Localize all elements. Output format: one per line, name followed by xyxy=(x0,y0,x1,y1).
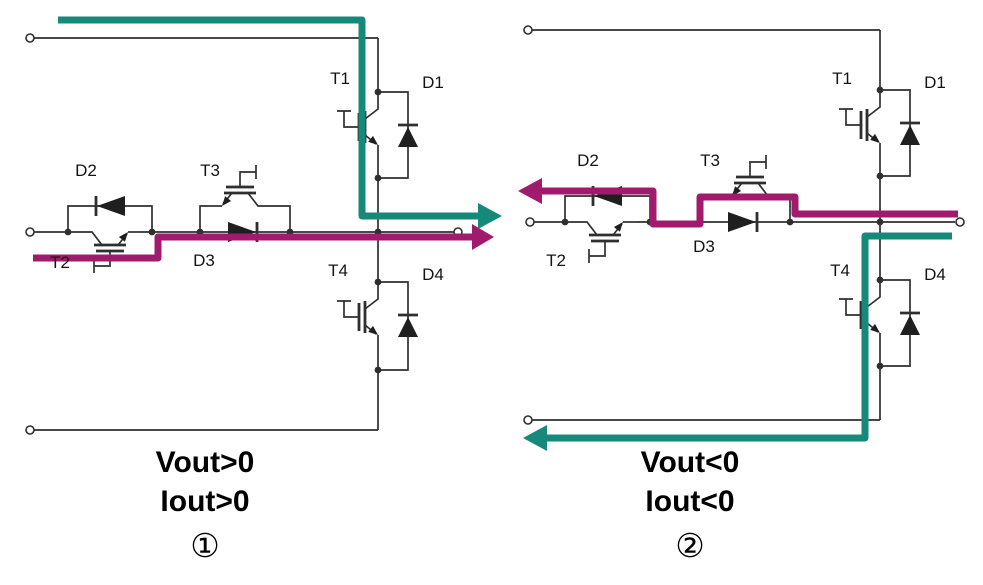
top-rail xyxy=(34,37,379,95)
bottom-rail xyxy=(34,349,379,431)
label-t3: T3 xyxy=(700,151,720,170)
d1-branch xyxy=(378,91,409,179)
label-d1: D1 xyxy=(924,73,946,92)
left-figure-number: ① xyxy=(190,526,220,565)
label-t1: T1 xyxy=(330,69,350,88)
igbt-t4 xyxy=(837,281,882,349)
bottom-rail xyxy=(532,347,881,421)
terminal-dc-plus xyxy=(523,25,533,35)
left-component-labels: T1 D1 D2 T3 T2 D3 T4 D4 xyxy=(50,69,444,284)
label-t1: T1 xyxy=(832,69,852,88)
label-t4: T4 xyxy=(328,261,348,280)
right-iout-caption: Iout<0 xyxy=(645,485,734,518)
teal-flow-left xyxy=(58,16,502,229)
junction-dots xyxy=(561,86,884,370)
igbt-t3 xyxy=(716,153,784,198)
label-t2: T2 xyxy=(546,251,566,270)
left-circuit xyxy=(25,33,463,435)
diode-d1 xyxy=(398,123,418,147)
magenta-arrow-icon xyxy=(518,178,542,204)
igbt-t2 xyxy=(76,230,144,275)
diode-d3 xyxy=(728,212,759,232)
label-t4: T4 xyxy=(830,261,850,280)
magenta-flow-right xyxy=(518,178,958,228)
diode-d1 xyxy=(900,121,920,145)
junction-dots xyxy=(64,88,382,374)
label-d2: D2 xyxy=(75,161,97,180)
teal-path xyxy=(58,16,480,220)
right-wires xyxy=(532,29,955,421)
terminal-dc-minus xyxy=(523,415,533,425)
magenta-arrow-icon xyxy=(472,224,494,250)
label-d1: D1 xyxy=(422,73,444,92)
magenta-path xyxy=(540,187,958,228)
right-figure-number: ② xyxy=(675,526,705,565)
d4-branch xyxy=(880,279,911,367)
label-d3: D3 xyxy=(693,237,715,256)
igbt-t1 xyxy=(837,91,882,159)
terminal-neutral xyxy=(25,227,35,237)
top-rail xyxy=(532,29,881,93)
diode-d4 xyxy=(398,313,418,337)
label-d3: D3 xyxy=(193,251,215,270)
right-vout-caption: Vout<0 xyxy=(641,446,740,479)
igbt-t4 xyxy=(335,283,380,351)
label-t3: T3 xyxy=(200,161,220,180)
terminal-output xyxy=(955,217,965,227)
teal-arrow-icon xyxy=(523,425,547,451)
magenta-flow-left xyxy=(33,224,494,262)
label-d4: D4 xyxy=(924,265,946,284)
teal-path xyxy=(545,232,952,442)
teal-flow-right xyxy=(523,232,952,451)
left-caption: Vout>0 Iout>0 ① xyxy=(156,446,255,565)
teal-arrow-icon xyxy=(478,203,502,229)
right-component-labels: T1 D1 D2 T3 T2 D3 T4 D4 xyxy=(546,69,946,284)
t3-loop xyxy=(199,205,291,232)
diode-d2 xyxy=(94,196,125,216)
d1-branch xyxy=(880,89,911,177)
right-circuit xyxy=(523,25,965,425)
left-vout-caption: Vout>0 xyxy=(156,446,255,479)
label-d4: D4 xyxy=(422,265,444,284)
magenta-path xyxy=(33,233,474,262)
left-iout-caption: Iout>0 xyxy=(160,485,249,518)
diode-d4 xyxy=(900,311,920,335)
label-t2: T2 xyxy=(50,253,70,272)
terminal-neutral xyxy=(525,217,535,227)
right-caption: Vout<0 Iout<0 ② xyxy=(641,446,740,565)
terminal-dc-minus xyxy=(25,425,35,435)
igbt-t2 xyxy=(571,220,639,265)
label-d2: D2 xyxy=(577,151,599,170)
terminal-dc-plus xyxy=(25,33,35,43)
igbt-t1 xyxy=(335,93,380,161)
